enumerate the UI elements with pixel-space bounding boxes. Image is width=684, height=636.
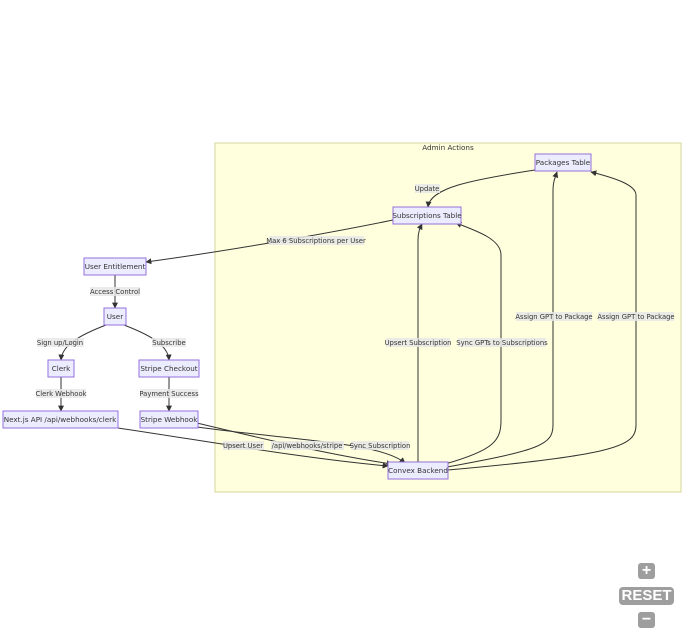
edge-label-sync-gpts: Sync GPTs to Subscriptions bbox=[456, 339, 548, 347]
node-label: User bbox=[107, 312, 123, 321]
cluster-title: Admin Actions bbox=[422, 143, 474, 152]
zoom-out-button[interactable]: − bbox=[638, 612, 655, 628]
edge-label-subscribe: Subscribe bbox=[152, 339, 185, 347]
edge-packages-subscriptions bbox=[425, 169, 536, 208]
node-user-entitlement[interactable]: User Entitlement bbox=[83, 257, 147, 276]
edge-label-access-control: Access Control bbox=[90, 288, 140, 296]
zoom-in-button[interactable]: + bbox=[638, 563, 655, 579]
node-user[interactable]: User bbox=[103, 307, 127, 326]
node-label: Clerk bbox=[52, 364, 71, 373]
node-label: Stripe Checkout bbox=[140, 364, 197, 373]
edge-label-assign-gpt-1: Assign GPT to Package bbox=[515, 313, 592, 321]
edge-convex-packages-2 bbox=[447, 170, 637, 471]
node-label: User Entitlement bbox=[85, 262, 146, 271]
reset-zoom-button[interactable]: RESET bbox=[619, 587, 674, 605]
edge-labels: Update Max 6 Subscriptions per User Acce… bbox=[35, 184, 675, 450]
edge-label-api-stripe: /api/webhooks/stripe bbox=[272, 442, 343, 450]
edge-convex-packages-1 bbox=[446, 171, 559, 468]
edge-convex-subscriptions-sync bbox=[444, 222, 502, 465]
edge-label-upsert-subscription: Upsert Subscription bbox=[385, 339, 452, 347]
edge-label-sync-subscription: Sync Subscription bbox=[350, 442, 411, 450]
edge-label-payment-success: Payment Success bbox=[139, 390, 199, 398]
node-label: Subscriptions Table bbox=[392, 211, 462, 220]
edge-label-upsert-user: Upsert User bbox=[223, 442, 263, 450]
node-packages-table[interactable]: Packages Table bbox=[534, 153, 592, 172]
edge-label-update: Update bbox=[415, 185, 440, 193]
node-stripe-checkout[interactable]: Stripe Checkout bbox=[138, 359, 200, 378]
node-subscriptions-table[interactable]: Subscriptions Table bbox=[392, 206, 462, 225]
node-stripe-webhook[interactable]: Stripe Webhook bbox=[139, 410, 199, 429]
node-label: Convex Backend bbox=[388, 466, 448, 475]
node-convex-backend[interactable]: Convex Backend bbox=[387, 461, 449, 480]
edge-label-assign-gpt-2: Assign GPT to Package bbox=[597, 313, 674, 321]
edge-label-signup: Sign up/Login bbox=[37, 339, 83, 347]
edge-label-max-subs: Max 6 Subscriptions per User bbox=[266, 237, 366, 245]
node-label: Stripe Webhook bbox=[141, 415, 199, 424]
node-label: Next.js API /api/webhooks/clerk bbox=[4, 415, 117, 424]
edge-convex-subscriptions bbox=[416, 223, 423, 462]
node-nextjs-api[interactable]: Next.js API /api/webhooks/clerk bbox=[2, 410, 119, 429]
node-label: Packages Table bbox=[536, 158, 591, 167]
edge-label-clerk-webhook: Clerk Webhook bbox=[35, 390, 86, 398]
node-clerk[interactable]: Clerk bbox=[47, 359, 75, 378]
